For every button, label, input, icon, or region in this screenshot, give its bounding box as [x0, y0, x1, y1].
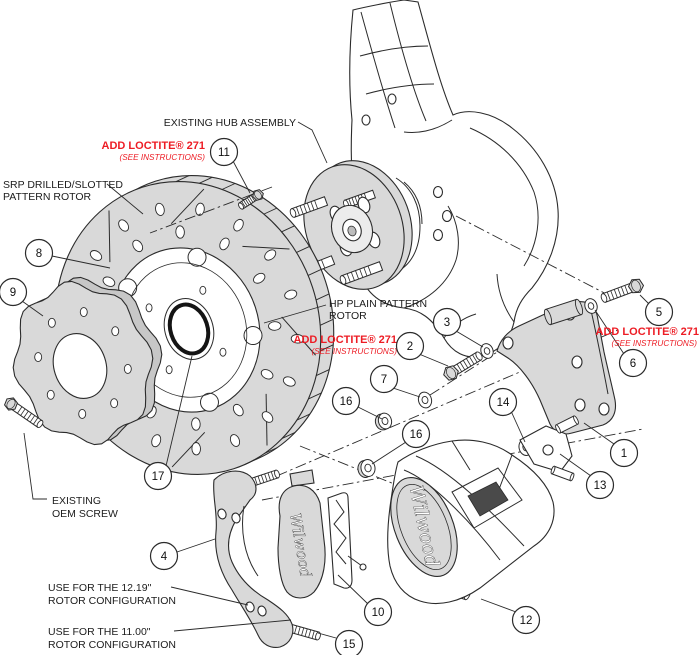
- label-existing-oem-line1: EXISTING: [52, 495, 101, 507]
- callout-12: 12: [511, 605, 541, 635]
- label-srp-rotor-line2: PATTERN ROTOR: [3, 191, 92, 203]
- leader-lines: [21, 121, 650, 639]
- svg-text:14: 14: [497, 397, 510, 409]
- label-use-1219-line2: ROTOR CONFIGURATION: [48, 595, 176, 607]
- svg-text:8: 8: [36, 248, 42, 260]
- svg-text:ADD LOCTITE® 271: ADD LOCTITE® 271: [102, 140, 205, 152]
- loctite-note-2: ADD LOCTITE® 271 (SEE INSTRUCTIONS): [294, 334, 398, 356]
- label-use-1100-line1: USE FOR THE 11.00": [48, 626, 151, 638]
- svg-text:10: 10: [372, 607, 385, 619]
- label-hp-rotor-line2: ROTOR: [329, 310, 367, 322]
- svg-text:9: 9: [10, 287, 16, 299]
- callout-9: 9: [0, 277, 28, 307]
- loctite-note-1: ADD LOCTITE® 271 (SEE INSTRUCTIONS): [102, 140, 206, 162]
- callout-5: 5: [644, 297, 674, 327]
- label-use-1219-line1: USE FOR THE 12.19": [48, 582, 152, 594]
- text-labels: EXISTING HUB ASSEMBLY SRP DRILLED/SLOTTE…: [3, 117, 699, 651]
- bracket-spacer: [543, 298, 584, 326]
- svg-text:13: 13: [594, 480, 607, 492]
- callout-15: 15: [334, 629, 364, 655]
- callout-6: 6: [618, 348, 648, 378]
- svg-text:4: 4: [161, 551, 168, 563]
- callout-1: 1: [609, 438, 639, 468]
- svg-text:7: 7: [381, 374, 387, 386]
- callout-14: 14: [488, 387, 518, 417]
- hub-assembly: [289, 160, 413, 290]
- brake-pads: Wilwood: [277, 469, 367, 599]
- loctite-note-3: ADD LOCTITE® 271 (SEE INSTRUCTIONS): [596, 326, 699, 348]
- svg-text:ADD LOCTITE® 271: ADD LOCTITE® 271: [596, 326, 699, 338]
- callout-13: 13: [585, 470, 615, 500]
- svg-text:(SEE INSTRUCTIONS): (SEE INSTRUCTIONS): [119, 153, 205, 162]
- label-existing-hub-assembly: EXISTING HUB ASSEMBLY: [164, 117, 296, 129]
- svg-text:(SEE INSTRUCTIONS): (SEE INSTRUCTIONS): [311, 347, 397, 356]
- svg-text:17: 17: [152, 471, 165, 483]
- callout-7: 7: [369, 364, 399, 394]
- caliper-mount-bracket: [496, 301, 617, 435]
- svg-text:16: 16: [410, 429, 423, 441]
- label-hp-rotor-line1: HP PLAIN PATTERN: [329, 298, 427, 310]
- label-use-1100-line2: ROTOR CONFIGURATION: [48, 639, 176, 651]
- label-existing-oem-line2: OEM SCREW: [52, 508, 118, 520]
- bleed-fittings: [550, 415, 579, 482]
- svg-text:6: 6: [630, 358, 636, 370]
- callout-3: 3: [432, 307, 462, 337]
- svg-text:1: 1: [621, 448, 627, 460]
- callout-10: 10: [363, 597, 393, 627]
- callout-17: 17: [143, 461, 173, 491]
- callout-8: 8: [24, 238, 54, 268]
- svg-text:(SEE INSTRUCTIONS): (SEE INSTRUCTIONS): [611, 339, 697, 348]
- svg-text:5: 5: [656, 307, 662, 319]
- svg-text:3: 3: [444, 317, 450, 329]
- rotor-adapter: [12, 276, 163, 446]
- svg-text:ADD LOCTITE® 271: ADD LOCTITE® 271: [294, 334, 397, 346]
- callout-11: 11: [209, 137, 239, 167]
- callout-16: 16: [401, 419, 431, 449]
- svg-text:11: 11: [218, 147, 230, 159]
- callout-2: 2: [395, 331, 425, 361]
- brake-caliper: Wilwood: [387, 415, 579, 604]
- callout-4: 4: [149, 541, 179, 571]
- svg-text:16: 16: [340, 396, 353, 408]
- rotor-vent-hatch: [175, 175, 334, 466]
- svg-text:12: 12: [520, 615, 533, 627]
- svg-text:15: 15: [343, 639, 356, 651]
- radial-mount-bracket: [213, 469, 321, 648]
- callout-balloons: 11 8 9 3 2 5 6 7 16 16 14 1 13 17 4 10 12 15: [0, 137, 674, 655]
- label-srp-rotor-line1: SRP DRILLED/SLOTTED: [3, 179, 123, 191]
- callout-16: 16: [331, 386, 361, 416]
- svg-text:2: 2: [407, 341, 413, 353]
